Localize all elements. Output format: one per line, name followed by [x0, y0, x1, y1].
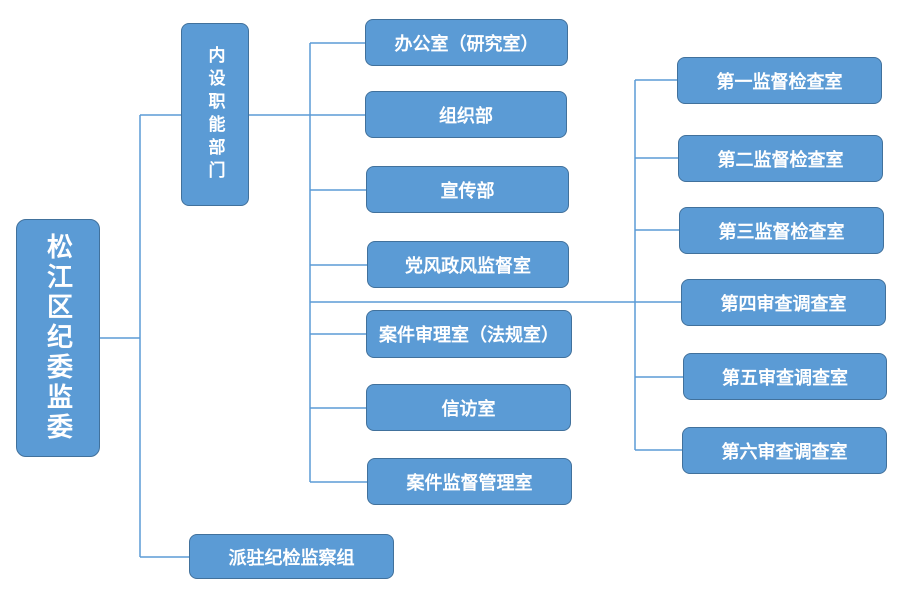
dispatched-group-label: 派驻纪检监察组: [228, 547, 355, 569]
dept-node: 党风政风监督室: [367, 241, 569, 288]
supervision-room-label: 第三监督检查室: [718, 221, 845, 243]
dept-node: 组织部: [365, 91, 567, 138]
dept-node: 宣传部: [366, 166, 569, 213]
supervision-room-node: 第二监督检查室: [678, 135, 883, 182]
supervision-room-label: 第四审查调查室: [720, 293, 847, 315]
dept-label: 信访室: [441, 398, 496, 420]
internal-group-label: 内设职能部门: [204, 45, 225, 184]
dept-node: 办公室（研究室）: [365, 19, 568, 66]
supervision-room-label: 第二监督检查室: [717, 149, 844, 171]
dept-label: 办公室（研究室）: [394, 33, 539, 55]
root-label: 松江区纪委监委: [42, 233, 73, 443]
dept-label: 组织部: [439, 105, 493, 127]
root-node: 松江区纪委监委: [16, 219, 100, 457]
supervision-room-label: 第五审查调查室: [722, 367, 848, 389]
dept-label: 案件审理室（法规室）: [379, 325, 559, 346]
supervision-room-label: 第一监督检查室: [716, 71, 843, 93]
supervision-room-label: 第六审查调查室: [721, 441, 848, 463]
dept-node: 案件监督管理室: [367, 458, 572, 505]
dept-label: 宣传部: [440, 180, 495, 202]
supervision-room-node: 第三监督检查室: [679, 207, 884, 254]
internal-group-node: 内设职能部门: [181, 23, 249, 206]
supervision-room-node: 第一监督检查室: [677, 57, 882, 104]
supervision-room-node: 第四审查调查室: [681, 279, 886, 326]
dispatched-group-node: 派驻纪检监察组: [189, 534, 394, 579]
dept-label: 党风政风监督室: [405, 255, 531, 277]
supervision-room-node: 第六审查调查室: [682, 427, 887, 474]
dept-label: 案件监督管理室: [406, 472, 533, 494]
dept-node: 案件审理室（法规室）: [366, 310, 572, 358]
dept-node: 信访室: [366, 384, 571, 431]
supervision-room-node: 第五审查调查室: [683, 353, 887, 400]
